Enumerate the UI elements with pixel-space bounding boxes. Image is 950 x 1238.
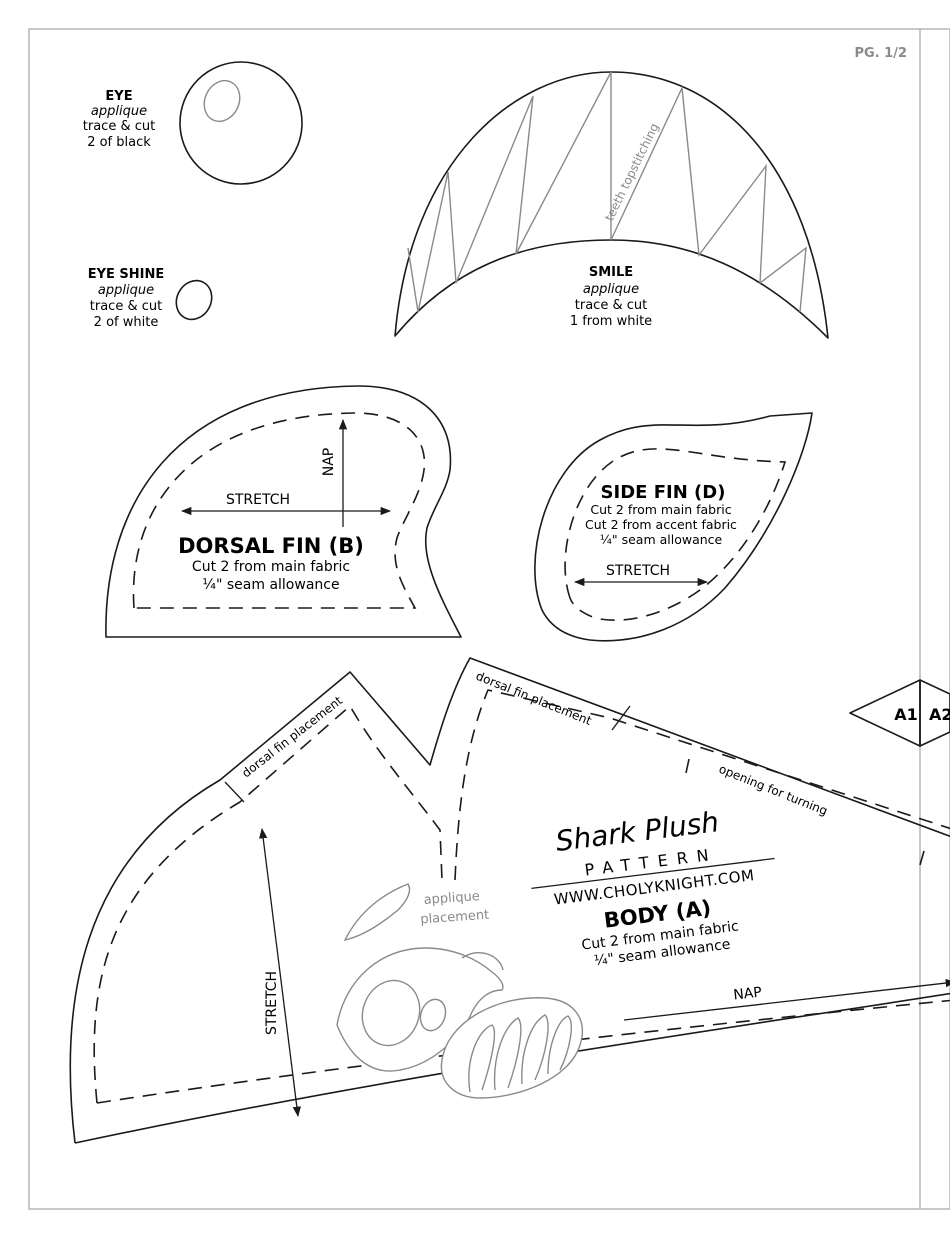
applique-belly-stripe-3 — [521, 1014, 549, 1085]
body-seam-line — [93, 704, 443, 1104]
smile-line2: 1 from white — [570, 314, 652, 329]
side-fin-name: SIDE FIN (D) — [601, 482, 726, 503]
eye-outline — [179, 61, 303, 185]
side-fin-piece: STRETCH SIDE FIN (D) Cut 2 from main fab… — [534, 412, 813, 642]
applique-eye-outline — [361, 979, 421, 1047]
match-mark-diamond-right — [919, 679, 950, 747]
side-fin-line2: Cut 2 from accent fabric — [585, 517, 737, 532]
eye-type: applique — [91, 104, 147, 119]
dorsal-fin-nap-label: NAP — [321, 448, 337, 477]
smile-name: SMILE — [589, 265, 633, 280]
match-marks: A1 A2 — [849, 679, 950, 747]
smile-type: applique — [583, 282, 639, 297]
eye-shine-line2: 2 of white — [94, 315, 159, 330]
pattern-title-block: Shark Plush PATTERN WWW.CHOLYKNIGHT.COM … — [531, 805, 775, 969]
applique-smile-outline — [343, 883, 411, 942]
teeth-topstitching — [407, 71, 807, 313]
body-stretch-label: STRETCH — [264, 971, 280, 1035]
applique-placement-guide: applique placement — [336, 883, 583, 1099]
applique-label-2: placement — [420, 908, 490, 928]
body-nap-label: NAP — [733, 985, 763, 1004]
title-rule — [531, 857, 775, 889]
body-seam-line-top — [454, 689, 950, 881]
applique-belly-stripe-4 — [547, 1015, 572, 1075]
dorsal-placement-notch-right — [611, 705, 631, 731]
eye-line2: 2 of black — [87, 135, 151, 150]
eye-name: EYE — [105, 89, 132, 104]
side-fin-seam-line — [564, 448, 787, 621]
side-fin-outline — [534, 412, 813, 642]
dorsal-fin-piece: STRETCH NAP DORSAL FIN (B) Cut 2 from ma… — [105, 385, 462, 638]
page-label: PG. 1/2 — [854, 46, 907, 61]
match-mark-a2: A2 — [929, 705, 950, 724]
dorsal-fin-name: DORSAL FIN (B) — [178, 534, 364, 558]
side-fin-line1: Cut 2 from main fabric — [590, 502, 731, 517]
dorsal-placement-notch-left — [224, 781, 245, 803]
smile-outline — [394, 71, 829, 339]
smile-piece: teeth topstitching SMILE applique trace … — [394, 71, 829, 339]
dorsal-fin-stretch-label: STRETCH — [226, 492, 290, 508]
dorsal-placement-label-right: dorsal fin placement — [474, 669, 594, 728]
applique-belly-stripe-2 — [493, 1017, 522, 1091]
body-stretch-arrow — [259, 827, 301, 1118]
applique-label-1: applique — [423, 889, 480, 908]
side-fin-line3: ¼" seam allowance — [600, 532, 723, 547]
opening-mark-left — [685, 758, 690, 774]
eye-shine-type: applique — [98, 283, 154, 298]
match-mark-a1: A1 — [894, 705, 918, 724]
eye-shine-piece: EYE SHINE applique trace & cut 2 of whit… — [88, 267, 213, 330]
eye-highlight-outline — [203, 79, 241, 123]
eye-shine-line1: trace & cut — [90, 299, 162, 314]
applique-fin-tip — [461, 952, 504, 971]
dorsal-placement-label-left: dorsal fin placement — [239, 693, 345, 780]
side-fin-stretch-label: STRETCH — [606, 563, 670, 579]
page-frame — [28, 28, 950, 1210]
applique-belly-outline — [440, 997, 583, 1099]
body-outline — [69, 657, 950, 1144]
dorsal-fin-line2: ¼" seam allowance — [202, 577, 339, 593]
dorsal-fin-line1: Cut 2 from main fabric — [192, 559, 350, 575]
eye-piece: EYE applique trace & cut 2 of black — [83, 61, 303, 185]
eye-line1: trace & cut — [83, 119, 155, 134]
body-piece: dorsal fin placement dorsal fin placemen… — [69, 657, 950, 1144]
applique-belly-stripe-1 — [468, 1024, 496, 1093]
smile-line1: trace & cut — [575, 298, 647, 313]
eye-shine-name: EYE SHINE — [88, 267, 165, 282]
dorsal-fin-outline — [105, 385, 462, 638]
body-nap-arrow — [623, 978, 950, 1021]
applique-eye-shine-outline — [419, 998, 447, 1032]
dorsal-fin-seam-line — [132, 412, 426, 609]
eye-shine-outline — [175, 279, 213, 321]
opening-mark-right — [919, 850, 925, 866]
